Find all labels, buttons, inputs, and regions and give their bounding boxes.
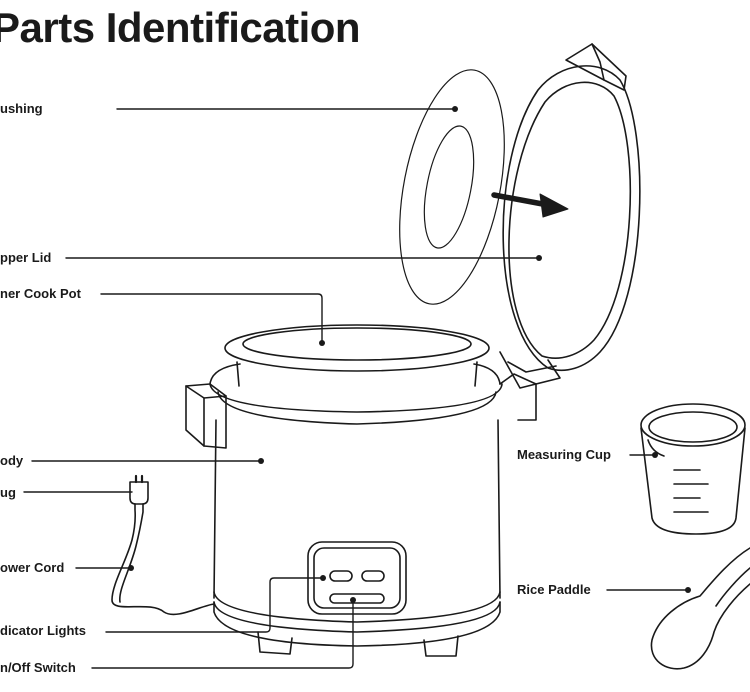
leader-lines — [23, 108, 689, 669]
indicator-light-left — [329, 570, 353, 582]
label-on-off-switch: n/Off Switch — [0, 660, 76, 675]
lid-illustration — [499, 43, 641, 389]
label-bushing: ushing — [0, 101, 43, 116]
label-upper-lid: pper Lid — [0, 250, 52, 265]
leader-indicator-lights — [105, 577, 324, 633]
leader-on-off-switch — [91, 601, 354, 669]
label-rice-paddle: Rice Paddle — [517, 582, 591, 597]
plug-illustration — [111, 474, 215, 616]
label-inner-cook-pot: ner Cook Pot — [0, 286, 81, 301]
indicator-light-right — [361, 570, 385, 582]
rice-cooker-illustration — [185, 324, 537, 657]
measuring-cup-illustration — [640, 403, 746, 535]
arrow-icon — [491, 192, 569, 218]
label-indicator-lights: dicator Lights — [0, 623, 86, 638]
on-off-switch — [329, 593, 385, 604]
label-plug: ug — [0, 485, 16, 500]
leader-dots — [128, 106, 691, 603]
inner-pot-illustration — [224, 324, 490, 387]
bushing-illustration — [399, 69, 505, 305]
rice-paddle-illustration — [650, 547, 750, 670]
leader-inner-cook-pot — [100, 293, 323, 343]
label-power-cord: ower Cord — [0, 560, 65, 575]
label-body: ody — [0, 453, 24, 468]
page-title: Parts Identification — [0, 4, 361, 51]
label-measuring-cup: Measuring Cup — [517, 447, 611, 462]
